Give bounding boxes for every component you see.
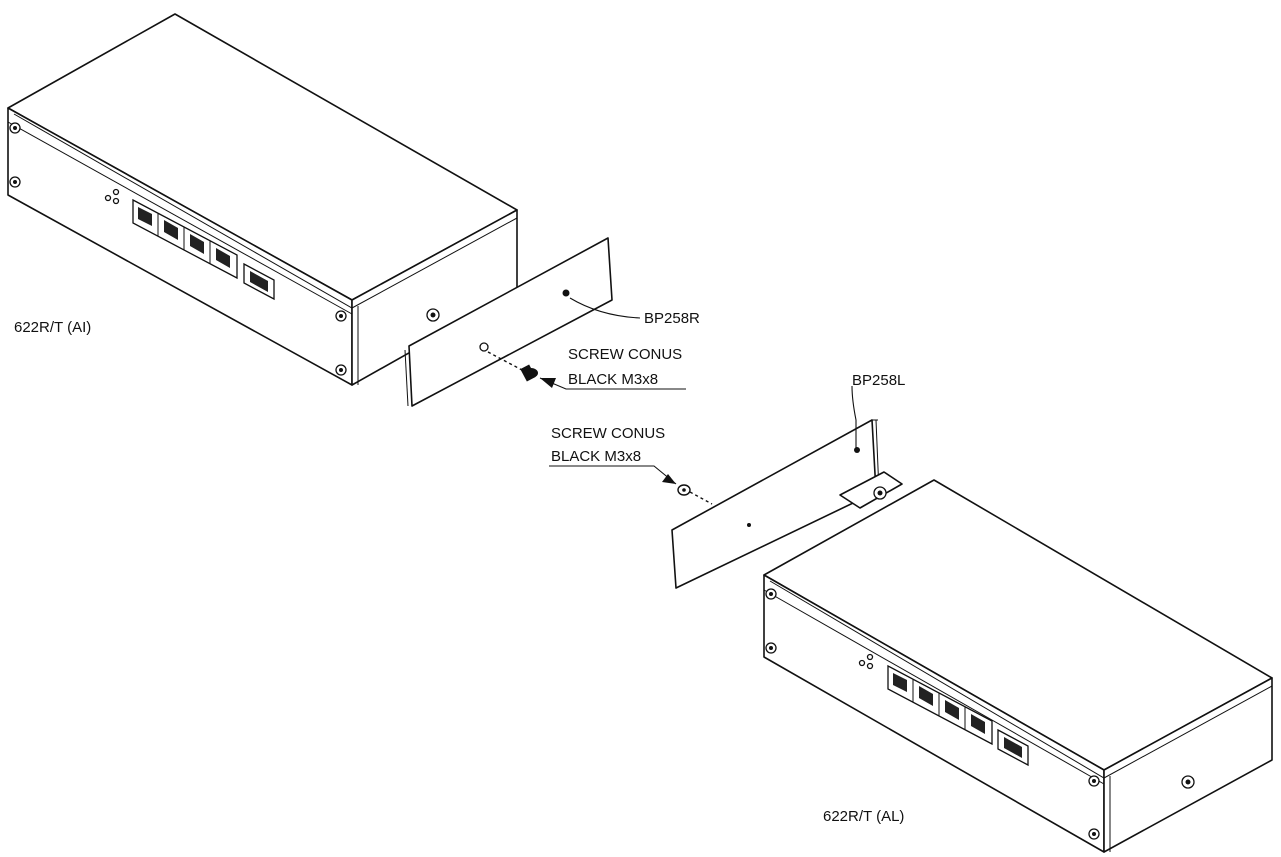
label-unit-left: 622R/T (AI) — [14, 319, 91, 336]
bracket-bp258l-screw-hole — [747, 523, 751, 527]
unit-left-622rt-ai — [7, 13, 518, 386]
unit-right-622rt-al — [763, 479, 1273, 853]
label-bracket-bp258l: BP258L — [852, 372, 905, 389]
unit-right-side-face — [1103, 677, 1273, 853]
label-bracket-bp258r: BP258R — [644, 310, 700, 327]
unit-right-ports — [887, 664, 1029, 767]
unit-right-leds — [858, 653, 874, 670]
bracket-bp258r-screw-hole — [479, 342, 489, 352]
label-screw-lower-line1: SCREW CONUS — [551, 425, 665, 442]
label-unit-right: 622R/T (AL) — [823, 808, 904, 825]
screw-upper — [520, 364, 538, 382]
bracket-bp258r-hole — [562, 289, 570, 297]
bracket-bp258l-hole — [854, 447, 860, 453]
unit-right-corner-screws — [765, 588, 1195, 840]
bracket-bp258l — [671, 419, 903, 589]
label-screw-upper-line1: SCREW CONUS — [568, 346, 682, 363]
label-screw-lower-line2: BLACK M3x8 — [551, 448, 641, 465]
screw-lower — [677, 484, 691, 496]
unit-left-corner-screws — [9, 122, 440, 376]
bracket-bp258r — [404, 237, 613, 407]
label-screw-upper-line2: BLACK M3x8 — [568, 371, 658, 388]
unit-left-leds — [104, 188, 120, 205]
leader-lines — [539, 297, 857, 485]
unit-left-ports — [132, 198, 275, 301]
